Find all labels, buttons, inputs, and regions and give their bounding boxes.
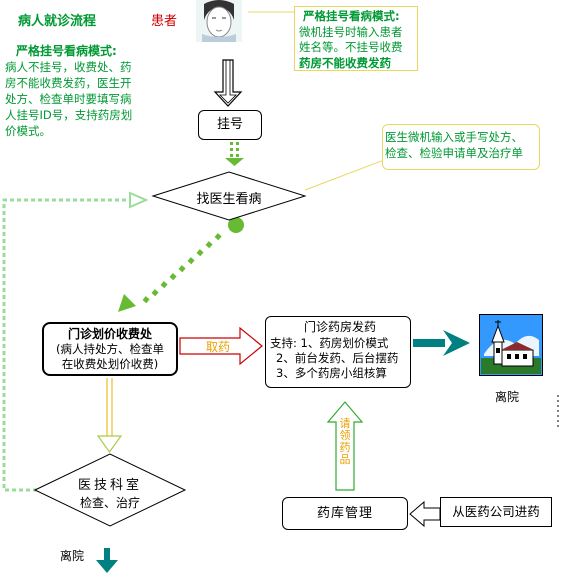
medtech-node-title[interactable]: 医技科室: [77, 478, 142, 493]
loop-back-arrowhead: [129, 191, 149, 209]
pharmacy-node[interactable]: 门诊药房发药 支持: 1、药房划价模式 2、前台发药、后台摆药 3、多个药房小组…: [265, 316, 411, 388]
arrow-billing-to-medtech: [96, 378, 123, 454]
left-note-line: 价模式。: [5, 124, 51, 138]
patient-avatar-icon: [196, 0, 242, 42]
supplier-node[interactable]: 从医药公司进药: [440, 497, 552, 527]
medtech-diamond-shape: [33, 453, 187, 527]
pharmacy-feature: 3、多个药房小组核算: [276, 366, 387, 380]
left-note-body: 病人不挂号，收费处、药 房不能收费发药，医生开 处方、检查单时要填写病 人挂号I…: [5, 59, 132, 139]
arrow-supplier-to-warehouse: [409, 500, 441, 528]
leave-hospital-label: 离院: [495, 390, 520, 404]
doctor-note-line: 检查、检验申请单及治疗单: [385, 146, 523, 160]
church-icon: [478, 313, 544, 377]
registration-note-heading: 严格挂号看病模式:: [303, 9, 400, 23]
loop-back-line: [2, 198, 130, 492]
arrow-pharmacy-to-leave: [413, 330, 470, 356]
warehouse-node[interactable]: 药库管理: [282, 497, 408, 530]
billing-title: 门诊划价收费处: [67, 327, 152, 341]
registration-note-line: 药房不能收费发药: [299, 55, 391, 70]
doctor-note-line: 医生微机输入或手写处方、: [385, 130, 523, 144]
billing-node[interactable]: 门诊划价收费处 (病人持处方、检查单 在收费处划价收费): [42, 322, 178, 376]
arrow-patient-to-register: [213, 59, 243, 107]
left-note-line: 人挂号ID号，支持药房划: [5, 108, 133, 122]
pharmacy-feature: 支持: 1、药房划价模式: [270, 336, 389, 350]
billing-desc-line: 在收费处划价收费): [61, 357, 159, 371]
pharmacy-feature: 2、前台发药、后台摆药: [276, 351, 399, 365]
arrow-warehouse-to-pharmacy: [326, 401, 364, 491]
left-note-line: 处方、检查单时要填写病: [5, 92, 132, 106]
page-title: 病人就诊流程: [18, 14, 97, 29]
left-note-line: 病人不挂号，收费处、药: [5, 60, 132, 74]
billing-desc-line: (病人持处方、检查单: [56, 342, 164, 356]
arrow-register-to-doctor: [225, 142, 244, 166]
doctor-note: 医生微机输入或手写处方、 检查、检验申请单及治疗单: [382, 124, 540, 170]
note-connector: [304, 159, 385, 191]
arrow-bottom-leave: [96, 548, 118, 573]
pharmacy-title: 门诊药房发药: [303, 320, 376, 334]
registration-note: 严格挂号看病模式: 微机挂号时输入患者 姓名等。不挂号收费 药房不能收费发药: [294, 6, 418, 71]
registration-note-line: 姓名等。不挂号收费: [299, 40, 403, 54]
take-medicine-label: 取药: [206, 340, 231, 354]
leave-bottom-label: 离院: [60, 549, 85, 563]
doctor-diamond-shape: [151, 171, 307, 221]
patient-label: 患者: [151, 14, 178, 29]
registration-note-line: 微机挂号时输入患者: [299, 24, 403, 39]
requisition-label: 请领药品: [339, 417, 351, 466]
medtech-node-subtitle: 检查、治疗: [79, 496, 140, 510]
register-node[interactable]: 挂号: [198, 110, 262, 140]
left-note-line: 房不能收费发药，医生开: [5, 76, 132, 90]
see-doctor-node[interactable]: 找医生看病: [196, 192, 262, 207]
left-note-heading: 严格挂号看病模式:: [16, 44, 117, 58]
arrow-doctor-to-billing: [118, 217, 244, 312]
arrow-billing-to-pharmacy: [179, 326, 263, 366]
